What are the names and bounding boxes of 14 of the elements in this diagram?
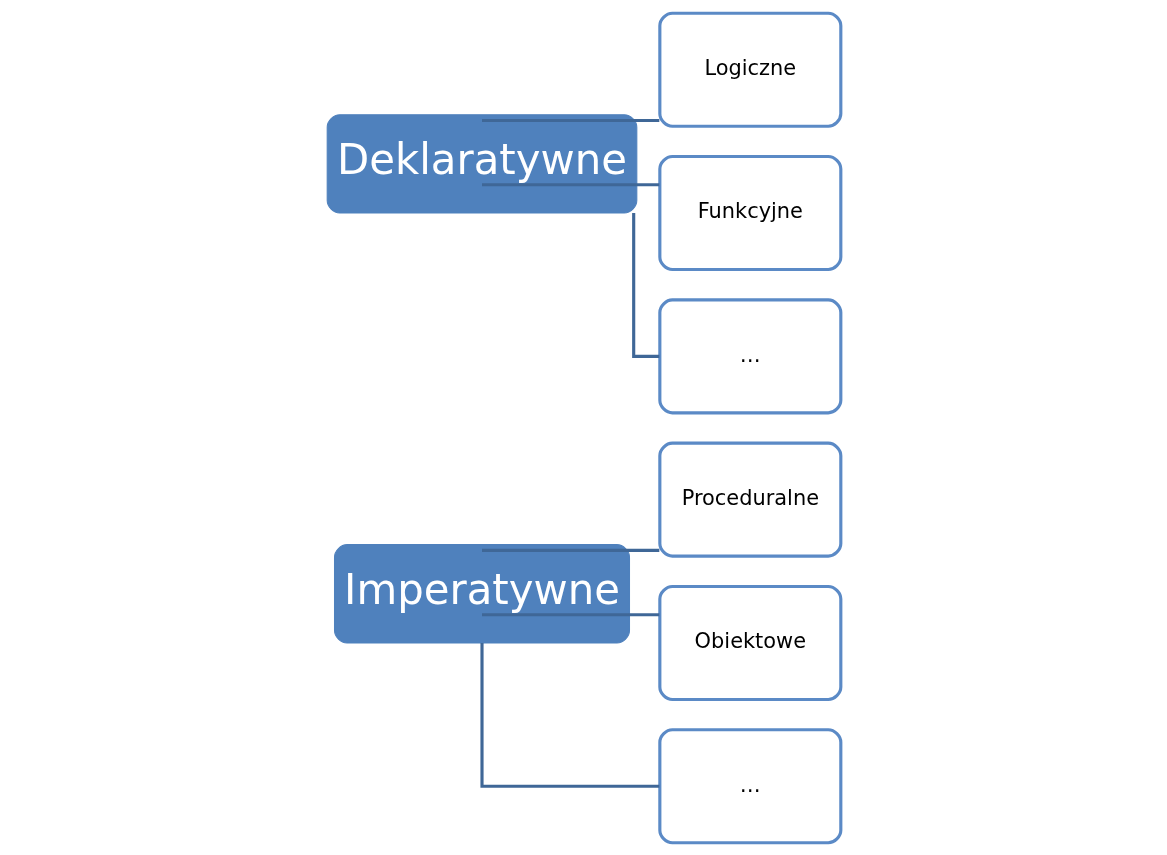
node-box: Funkcyjne	[657, 154, 842, 271]
connector	[481, 612, 659, 616]
connector	[481, 548, 659, 552]
node-box: …	[657, 297, 842, 414]
connector	[479, 642, 659, 788]
node-box: …	[657, 727, 842, 844]
connector	[481, 182, 659, 186]
connector	[631, 212, 659, 358]
node-box: Proceduralne	[657, 441, 842, 558]
node-box: Imperatywne	[333, 543, 630, 643]
connector	[481, 118, 659, 122]
node-box: Obiektowe	[657, 584, 842, 701]
node-box: Logiczne	[657, 11, 842, 128]
node-box: Deklaratywne	[326, 113, 637, 214]
